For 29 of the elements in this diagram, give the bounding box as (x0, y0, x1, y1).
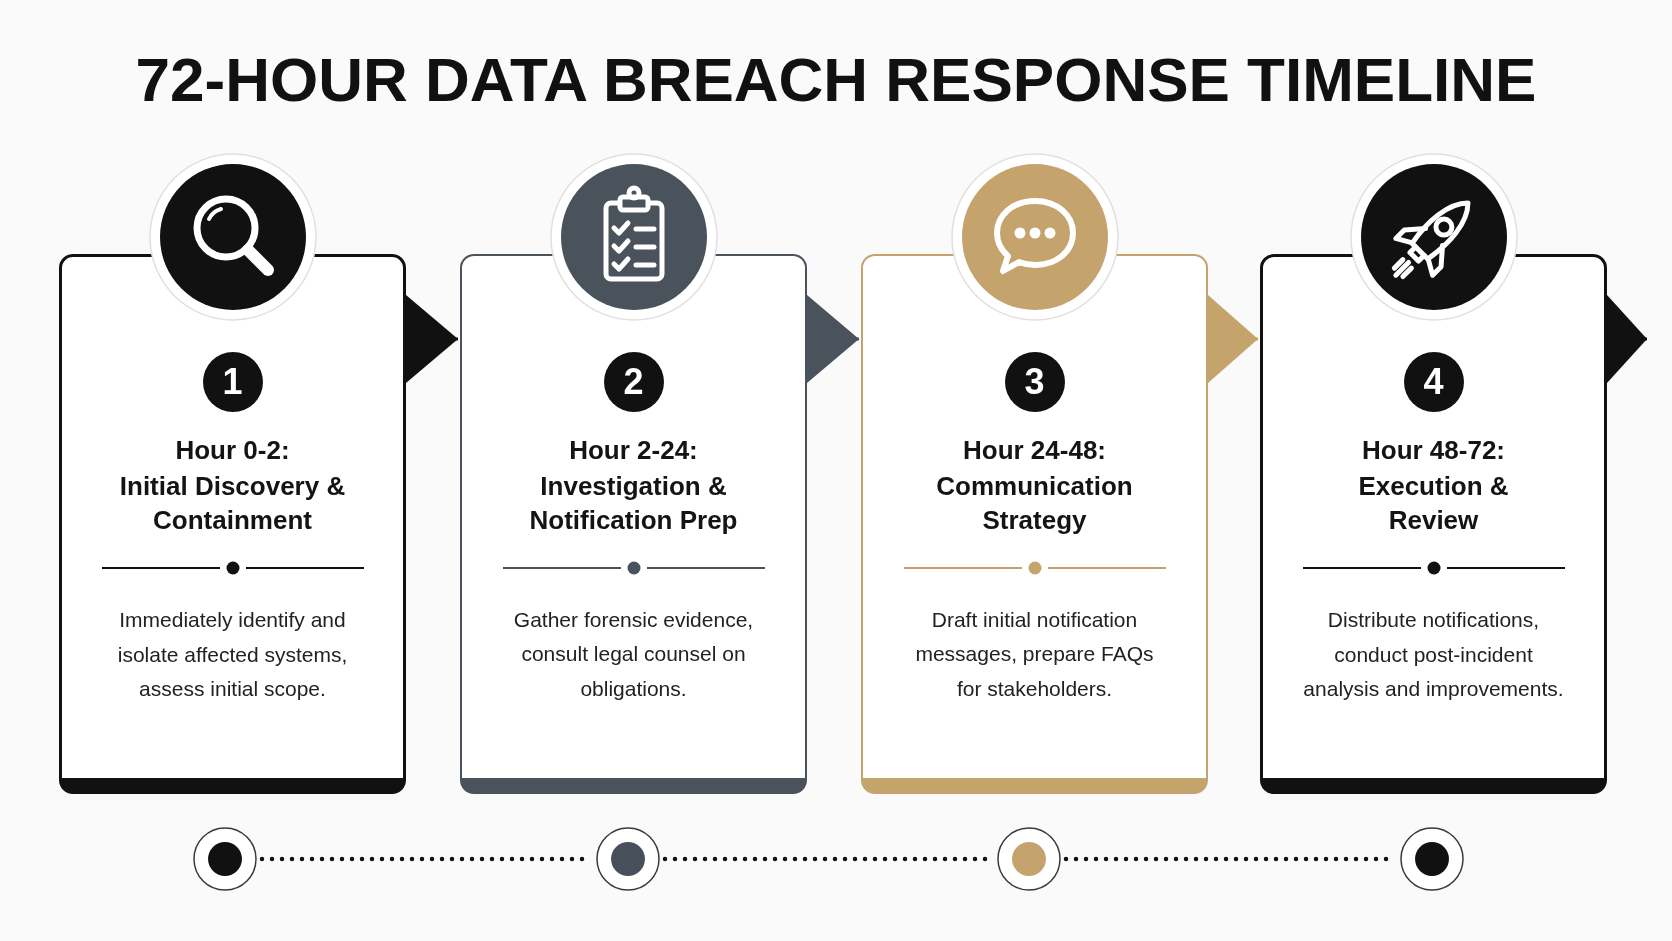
timeline-dot (1400, 827, 1464, 891)
step-description: Gather forensic evidence, consult legal counsel on obligations. (512, 606, 755, 702)
step-title: Investigation & Notification Prep (528, 469, 739, 537)
arrow (1208, 295, 1258, 383)
hour-range: Hour 48-72: (1361, 434, 1505, 467)
timeline-dot (193, 827, 257, 891)
step-description: Draft initial notification messages, prepare FAQs for stakeholders. (914, 606, 1155, 702)
timeline-dot (596, 827, 660, 891)
step-card (861, 254, 1208, 794)
step-title: Initial Discovery & Containment (118, 470, 347, 537)
step-card (59, 254, 406, 794)
step-number: 3 (1004, 351, 1065, 412)
hour-range: Hour 2-24: (569, 433, 698, 467)
step-number: 2 (603, 351, 664, 412)
arrow (406, 295, 458, 383)
step-description: Distribute notifications, conduct post-incident analysis and improvements. (1302, 607, 1565, 702)
step-number: 1 (202, 352, 263, 412)
step-description: Immediately identify and isolate affected systems, assess initial scope. (116, 607, 349, 702)
step-title: Communication Strategy (935, 469, 1134, 537)
step-card (460, 254, 807, 794)
title: 72-HOUR DATA BREACH RESPONSE TIMELINE (135, 44, 1537, 116)
step-title: Execution & Review (1357, 470, 1510, 537)
hour-range: Hour 0-2: (175, 434, 290, 467)
arrow (1607, 295, 1647, 383)
step-number: 4 (1403, 352, 1464, 412)
timeline-dot (997, 827, 1061, 891)
hour-range: Hour 24-48: (962, 433, 1106, 467)
arrow (807, 295, 859, 383)
step-card (1260, 254, 1607, 794)
